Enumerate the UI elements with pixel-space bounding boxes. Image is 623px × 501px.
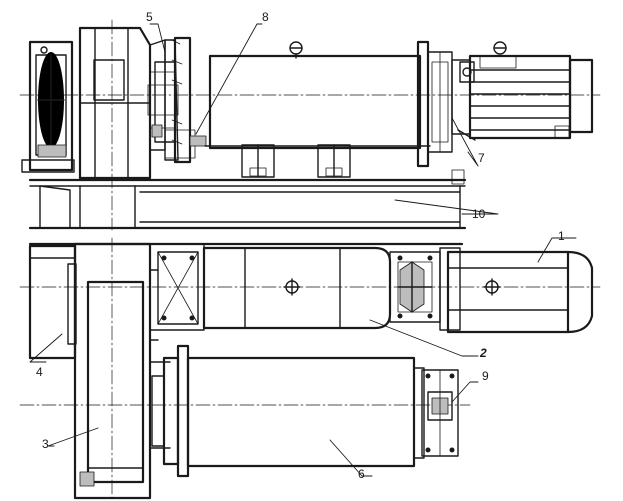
base-frame [28, 169, 467, 230]
label-3: 3 [42, 437, 49, 451]
part-labels: 5 8 7 10 1 2 4 3 6 9 [36, 10, 565, 481]
drum-disc [164, 36, 207, 164]
end-wheel [21, 40, 75, 173]
gearbox-plan [73, 242, 159, 500]
reducer-body [202, 246, 392, 330]
end-wheel-plan [28, 244, 77, 360]
gearbox-elevation [78, 19, 152, 231]
label-5: 5 [146, 10, 153, 24]
support-brackets [241, 144, 351, 178]
label-2: 2 [479, 346, 487, 360]
leader-lines [29, 23, 577, 477]
drum-flange-right [416, 40, 453, 168]
label-6: 6 [358, 467, 365, 481]
label-4: 4 [36, 365, 43, 379]
drum-plan [149, 344, 425, 478]
label-8: 8 [262, 10, 269, 24]
coupling-plan [389, 251, 441, 323]
label-10: 10 [472, 207, 486, 221]
coupling-flange [147, 39, 179, 161]
label-1: 1 [558, 229, 565, 243]
elevation-view [19, 19, 601, 231]
bearing-plan [421, 369, 459, 457]
plan-view [19, 237, 601, 500]
label-9: 9 [482, 369, 489, 383]
label-7: 7 [478, 151, 485, 165]
motor-elevation [451, 41, 594, 141]
motor-plan [439, 247, 594, 334]
